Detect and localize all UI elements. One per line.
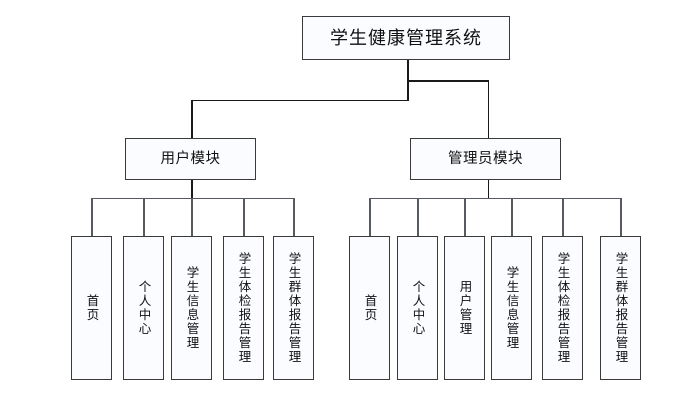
connector-admin-module-bus — [369, 197, 621, 200]
leaf-user-group-report-management: 学生群体报告管理 — [273, 236, 314, 380]
leaf-user-personal-center: 个人中心 — [123, 236, 164, 380]
leaf-admin-home: 首页 — [349, 236, 390, 380]
leaf-admin-user-management: 用户管理 — [444, 236, 485, 380]
leaf-user-personal-center-label: 个人中心 — [136, 280, 151, 336]
connector-admin-child-5-drop — [562, 197, 564, 236]
connector-admin-child-1-drop — [369, 197, 371, 236]
connector-user-child-2-drop — [143, 197, 145, 236]
node-admin-module-label: 管理员模块 — [448, 150, 523, 167]
connector-root-to-admin-module-v — [487, 80, 490, 138]
leaf-admin-user-management-label: 用户管理 — [457, 280, 472, 336]
connector-root-to-admin-module-h — [407, 80, 489, 82]
connector-admin-child-2-drop — [417, 197, 419, 236]
leaf-user-student-info-management: 学生信息管理 — [171, 236, 212, 380]
connector-admin-child-3-drop — [464, 197, 466, 236]
connector-root-to-user-module-h — [191, 99, 408, 102]
connector-admin-child-4-drop — [511, 197, 513, 236]
connector-user-module-stem — [191, 180, 193, 198]
node-user-module-label: 用户模块 — [160, 150, 221, 167]
connector-user-child-1-drop — [91, 197, 93, 236]
leaf-admin-group-report-management-label: 学生群体报告管理 — [613, 252, 628, 364]
node-user-module: 用户模块 — [125, 138, 256, 180]
leaf-admin-student-info-management: 学生信息管理 — [491, 236, 532, 380]
connector-user-child-4-drop — [243, 197, 245, 236]
leaf-admin-personal-center-label: 个人中心 — [410, 280, 425, 336]
leaf-admin-medical-report-management-label: 学生体检报告管理 — [555, 252, 570, 364]
leaf-admin-home-label: 首页 — [362, 294, 377, 322]
leaf-user-medical-report-management-label: 学生体检报告管理 — [236, 252, 251, 364]
leaf-admin-student-info-management-label: 学生信息管理 — [504, 266, 519, 350]
connector-root-to-user-module-v — [191, 99, 193, 139]
leaf-user-student-info-management-label: 学生信息管理 — [184, 266, 199, 350]
leaf-user-home-label: 首页 — [84, 294, 99, 322]
node-admin-module: 管理员模块 — [410, 138, 561, 180]
leaf-user-group-report-management-label: 学生群体报告管理 — [286, 252, 301, 364]
leaf-user-home: 首页 — [71, 236, 112, 380]
leaf-admin-group-report-management: 学生群体报告管理 — [600, 236, 641, 380]
connector-user-child-5-drop — [293, 197, 295, 236]
connector-user-child-3-drop — [191, 197, 193, 236]
leaf-user-medical-report-management: 学生体检报告管理 — [223, 236, 264, 380]
leaf-admin-medical-report-management: 学生体检报告管理 — [542, 236, 583, 380]
connector-admin-module-stem — [487, 180, 490, 198]
root-node: 学生健康管理系统 — [302, 16, 510, 60]
root-node-label: 学生健康管理系统 — [330, 27, 482, 48]
connector-admin-child-6-drop — [620, 197, 622, 236]
leaf-admin-personal-center: 个人中心 — [397, 236, 438, 380]
